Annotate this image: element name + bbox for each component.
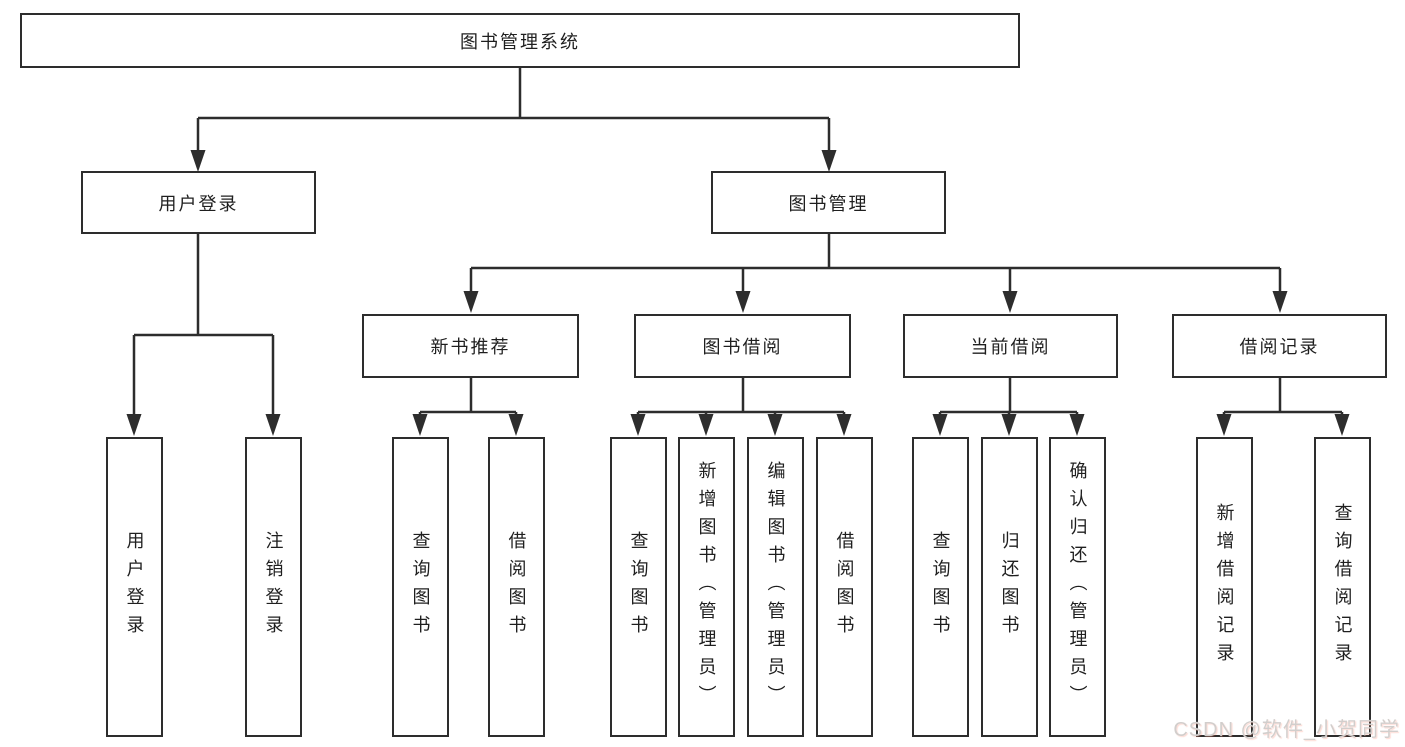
node-new-book-recommendation: 新书推荐: [362, 314, 579, 378]
node-new-book-recommendation-label: 新书推荐: [430, 337, 511, 357]
leaf-current-query-book: 查询图书: [912, 437, 969, 737]
leaf-current-query-book-label: 查询图书: [930, 531, 951, 643]
leaf-recommend-query-book-label: 查询图书: [410, 531, 431, 643]
leaf-borrowing-add-book-admin: 新增图书（管理员）: [678, 437, 735, 737]
node-book-borrowing: 图书借阅: [634, 314, 851, 378]
leaf-borrowing-borrow-book: 借阅图书: [816, 437, 873, 737]
node-current-borrowing: 当前借阅: [903, 314, 1118, 378]
node-book-management-label: 图书管理: [788, 193, 869, 214]
leaf-recommend-borrow-book: 借阅图书: [488, 437, 545, 737]
leaf-borrowing-edit-book-admin-label: 编辑图书（管理员）: [765, 461, 786, 713]
leaf-recommend-borrow-book-label: 借阅图书: [506, 531, 527, 643]
leaf-borrowing-add-book-admin-label: 新增图书（管理员）: [696, 461, 717, 713]
leaf-recommend-query-book: 查询图书: [392, 437, 449, 737]
csdn-watermark: CSDN @软件_小贺同学: [1173, 719, 1400, 741]
leaf-user-login-label: 用户登录: [124, 531, 145, 643]
leaf-records-add-borrow-record: 新增借阅记录: [1196, 437, 1253, 737]
leaf-borrowing-borrow-book-label: 借阅图书: [834, 531, 855, 643]
leaf-user-login: 用户登录: [106, 437, 163, 737]
leaf-current-confirm-return-admin: 确认归还（管理员）: [1049, 437, 1106, 737]
node-borrowing-records: 借阅记录: [1172, 314, 1387, 378]
leaf-borrowing-edit-book-admin: 编辑图书（管理员）: [747, 437, 804, 737]
node-library-system: 图书管理系统: [20, 13, 1020, 68]
leaf-logout-label: 注销登录: [263, 531, 284, 643]
leaf-records-add-borrow-record-label: 新增借阅记录: [1214, 503, 1235, 671]
leaf-records-query-borrow-record: 查询借阅记录: [1314, 437, 1371, 737]
node-library-system-label: 图书管理系统: [460, 31, 580, 52]
leaf-borrowing-query-book-label: 查询图书: [628, 531, 649, 643]
leaf-current-return-book: 归还图书: [981, 437, 1038, 737]
node-book-management: 图书管理: [711, 171, 946, 234]
node-book-borrowing-label: 图书借阅: [702, 337, 783, 357]
leaf-borrowing-query-book: 查询图书: [610, 437, 667, 737]
leaf-records-query-borrow-record-label: 查询借阅记录: [1332, 503, 1353, 671]
leaf-current-confirm-return-admin-label: 确认归还（管理员）: [1067, 461, 1088, 713]
leaf-current-return-book-label: 归还图书: [999, 531, 1020, 643]
node-user-login-label: 用户登录: [158, 193, 239, 214]
node-user-login: 用户登录: [81, 171, 316, 234]
node-current-borrowing-label: 当前借阅: [970, 337, 1051, 357]
leaf-logout: 注销登录: [245, 437, 302, 737]
node-borrowing-records-label: 借阅记录: [1239, 337, 1320, 357]
